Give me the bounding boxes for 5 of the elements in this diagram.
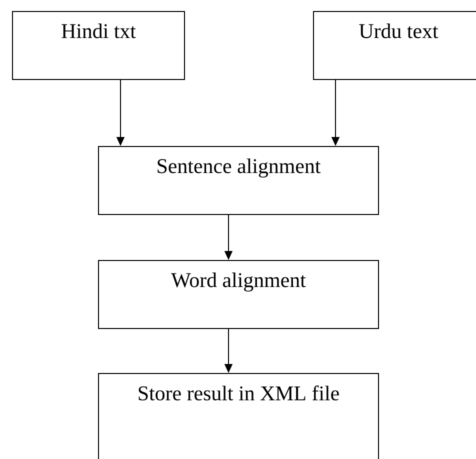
process-box: Urdu text bbox=[313, 11, 476, 80]
process-box: Sentence alignment bbox=[98, 146, 379, 215]
process-box: Word alignment bbox=[98, 260, 379, 329]
process-box: Hindi txt bbox=[12, 11, 185, 80]
process-box: Store result in XML file bbox=[98, 373, 379, 459]
